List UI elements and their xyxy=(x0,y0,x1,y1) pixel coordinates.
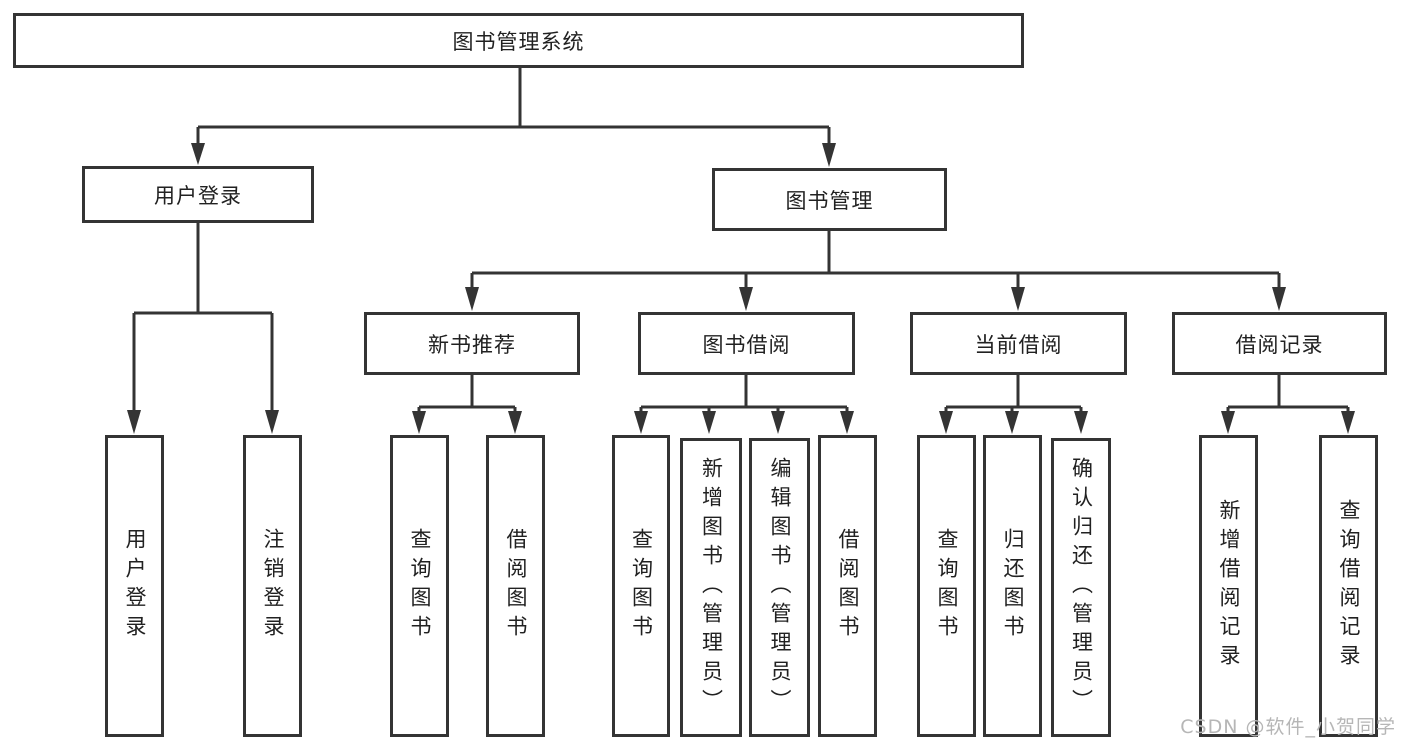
connector-book-borrow xyxy=(639,375,849,413)
arrow-down-icon xyxy=(508,411,522,434)
leaf-cb-query-books: 查询图书 xyxy=(917,435,976,737)
leaf-logout: 注销登录 xyxy=(243,435,302,737)
leaf-bb-query-books-label: 查询图书 xyxy=(629,528,654,644)
arrow-down-icon xyxy=(1221,411,1235,434)
arrow-down-icon xyxy=(634,411,648,434)
leaf-cb-query-books-label: 查询图书 xyxy=(935,528,959,644)
leaf-nbr-query-books-label: 查询图书 xyxy=(408,528,432,644)
leaf-cb-confirm-return-admin: 确认归还（管理员） xyxy=(1051,438,1111,737)
node-book-mgmt-label: 图书管理 xyxy=(785,188,874,213)
node-user-login-label: 用户登录 xyxy=(154,183,242,208)
leaf-user-login-label: 用户登录 xyxy=(123,528,147,644)
arrow-down-icon xyxy=(191,143,205,165)
node-book-borrow: 图书借阅 xyxy=(638,312,855,375)
leaf-nbr-borrow-books: 借阅图书 xyxy=(486,435,545,737)
leaf-cb-confirm-return-admin-label: 确认归还（管理员） xyxy=(1069,457,1094,718)
node-book-borrow-label: 图书借阅 xyxy=(702,332,791,357)
arrow-down-icon xyxy=(1074,411,1088,434)
arrow-down-icon xyxy=(465,287,479,311)
arrow-down-icon xyxy=(939,411,953,434)
arrow-down-icon xyxy=(127,410,141,434)
leaf-nbr-query-books: 查询图书 xyxy=(390,435,449,737)
node-current-borrow: 当前借阅 xyxy=(910,312,1127,375)
connector-borrow-records xyxy=(1226,375,1350,413)
leaf-br-add-record-label: 新增借阅记录 xyxy=(1217,499,1241,673)
arrow-down-icon xyxy=(771,411,785,434)
leaf-bb-edit-books-admin: 编辑图书（管理员） xyxy=(749,438,810,737)
leaf-br-query-record: 查询借阅记录 xyxy=(1319,435,1378,737)
leaf-br-query-record-label: 查询借阅记录 xyxy=(1337,499,1361,673)
arrow-down-icon xyxy=(739,287,753,311)
node-root-label: 图书管理系统 xyxy=(452,29,585,54)
arrow-down-icon xyxy=(265,410,279,434)
node-current-borrow-label: 当前借阅 xyxy=(974,332,1063,357)
arrow-down-icon xyxy=(840,411,854,434)
leaf-br-add-record: 新增借阅记录 xyxy=(1199,435,1258,737)
leaf-bb-borrow-books-label: 借阅图书 xyxy=(836,528,860,644)
arrow-down-icon xyxy=(1005,411,1019,434)
connector-book-mgmt xyxy=(470,231,1281,289)
arrow-down-icon xyxy=(1341,411,1355,434)
arrow-down-icon xyxy=(412,411,426,434)
leaf-bb-borrow-books: 借阅图书 xyxy=(818,435,877,737)
leaf-cb-return-books: 归还图书 xyxy=(983,435,1042,737)
leaf-bb-add-books-admin-label: 新增图书（管理员） xyxy=(699,457,724,718)
node-book-mgmt: 图书管理 xyxy=(712,168,947,231)
arrow-down-icon xyxy=(702,411,716,434)
arrow-down-icon xyxy=(1272,287,1286,311)
arrow-down-icon xyxy=(1011,287,1025,311)
node-new-book-rec-label: 新书推荐 xyxy=(428,332,516,357)
arrow-down-icon xyxy=(822,143,836,167)
node-new-book-rec: 新书推荐 xyxy=(364,312,580,375)
csdn-watermark: CSDN @软件_小贺同学 xyxy=(1180,716,1396,738)
connector-new-book-rec xyxy=(417,375,517,413)
node-borrow-records-label: 借阅记录 xyxy=(1235,332,1324,357)
leaf-logout-label: 注销登录 xyxy=(261,528,285,644)
connector-user-login xyxy=(132,223,274,412)
connector-current-borrow xyxy=(944,375,1083,413)
node-root: 图书管理系统 xyxy=(13,13,1024,68)
leaf-bb-query-books: 查询图书 xyxy=(612,435,670,737)
leaf-user-login: 用户登录 xyxy=(105,435,164,737)
leaf-bb-add-books-admin: 新增图书（管理员） xyxy=(680,438,742,737)
leaf-bb-edit-books-admin-label: 编辑图书（管理员） xyxy=(768,457,792,718)
leaf-nbr-borrow-books-label: 借阅图书 xyxy=(504,528,528,644)
node-user-login: 用户登录 xyxy=(82,166,314,223)
connector-root xyxy=(196,68,831,145)
node-borrow-records: 借阅记录 xyxy=(1172,312,1387,375)
leaf-cb-return-books-label: 归还图书 xyxy=(1001,528,1025,644)
